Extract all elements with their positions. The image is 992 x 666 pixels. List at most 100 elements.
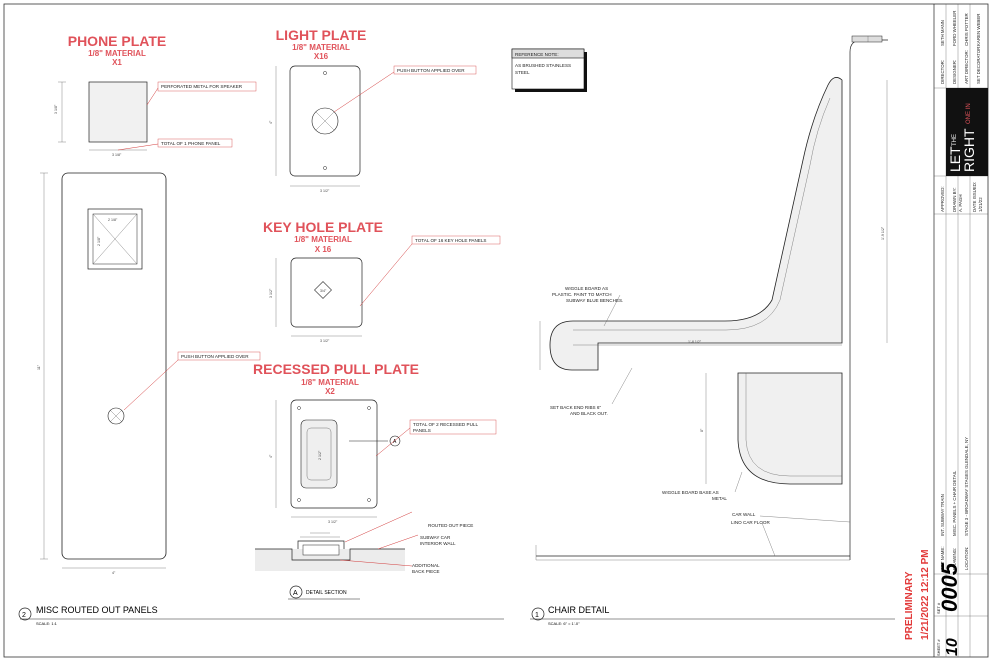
- note-perforated: PERFORATED METAL FOR SPEAKER: [161, 84, 243, 89]
- chair-seat-dim: 1'-8 1/2": [688, 340, 702, 344]
- note-ribs-2: AND BLACK OUT.: [570, 411, 608, 416]
- note-total-keyhole: TOTAL OF 16 KEY HOLE PANELS: [415, 238, 487, 243]
- light-plate-material: 1/8" MATERIAL: [292, 43, 350, 52]
- note-routed-out: ROUTED OUT PIECE: [428, 523, 473, 528]
- keyhole-plate: [290, 257, 363, 328]
- right-panel-number: 1: [535, 612, 539, 619]
- reference-note: REFERENCE NOTE: AS BRUSHED STAINLESS STE…: [511, 48, 587, 92]
- note-total-recessed-2: PANELS: [413, 428, 431, 433]
- note-wiggle-3: SUBWAY BLUE BENCHES.: [566, 298, 623, 303]
- note-additional-1: ADDITIONAL: [412, 563, 440, 568]
- phone-speaker-plate: [88, 81, 148, 143]
- phone-panel: [61, 172, 167, 560]
- note-car-wall: CAR WALL: [732, 512, 756, 517]
- art-director-label: ART DIRECTOR:: [964, 50, 969, 84]
- preliminary-stamp: PRELIMINARY: [904, 571, 915, 640]
- recessed-plate-width: 3 1/2": [328, 520, 338, 524]
- section-marker-letter: A: [393, 439, 397, 445]
- drawn-name: A. PAGH: [958, 195, 963, 213]
- drawn-label: DRAWN BY:: [952, 188, 957, 212]
- chair-back-dim: 1'-9 1/2": [881, 226, 885, 240]
- keyhole-plate-title: KEY HOLE PLATE: [263, 219, 383, 235]
- light-plate-height: 4": [269, 120, 273, 124]
- approved-label: APPROVED:: [940, 186, 945, 212]
- sheet-no-label: SHEET #: [936, 639, 941, 656]
- phone-plate-height: 3 1/8": [54, 104, 58, 114]
- note-base-1: WIGGLE BOARD BASE AS: [662, 490, 719, 495]
- detail-section-label: DETAIL SECTION: [306, 590, 347, 596]
- note-base-2: METAL: [712, 496, 727, 501]
- recessed-plate-height: 4": [269, 454, 273, 458]
- note-ribs-1: SET BACK END RIBS 6": [550, 405, 601, 410]
- show-logo: LET THE RIGHT ONE IN: [947, 103, 977, 172]
- decorator-name: KAREN WEBER: [976, 14, 981, 46]
- director-name: SETH MANN: [940, 20, 945, 46]
- phone-push-button-hole: [107, 407, 125, 425]
- preliminary-timestamp: 1/21/2022 12:12 PM: [920, 549, 931, 640]
- sheet-border: [3, 3, 989, 658]
- recessed-pull-cutout: [300, 419, 338, 489]
- keyhole-inner-dim: 3/4": [320, 289, 327, 293]
- svg-text:LET: LET: [947, 146, 963, 172]
- keyhole-plate-height: 3 1/2": [269, 288, 273, 298]
- light-plate-width: 3 1/2": [320, 189, 330, 193]
- recessed-inner-dim: 2 1/2": [318, 450, 322, 460]
- phone-inner-height: 2 1/8": [97, 236, 101, 246]
- right-panel-scale: SCALE: 6" = 1'-0": [548, 621, 580, 626]
- drawing-label: DRAWING:: [952, 548, 957, 570]
- note-wiggle-1: WIGGLE BOARD AS: [565, 286, 608, 291]
- recessed-plate-qty: X2: [325, 387, 335, 396]
- left-panel-scale: SCALE: 1:1: [36, 621, 58, 626]
- svg-text:ONE IN: ONE IN: [966, 103, 972, 124]
- keyhole-plate-qty: X 16: [315, 245, 332, 254]
- designer-name: FORD WHEELER: [952, 11, 957, 46]
- reference-text-1: AS BRUSHED STAINLESS: [515, 63, 571, 68]
- location-label: LOCATION:: [964, 547, 969, 570]
- light-plate-qty: X16: [314, 52, 329, 61]
- svg-text:RIGHT: RIGHT: [961, 128, 977, 172]
- left-panel-number: 2: [22, 612, 26, 619]
- phone-panel-height: 11": [37, 364, 41, 370]
- phone-inner-width: 2 1/8": [108, 218, 118, 222]
- light-plate-title: LIGHT PLATE: [276, 27, 367, 43]
- right-panel-title: CHAIR DETAIL: [548, 605, 609, 615]
- detail-marker-letter: A: [293, 590, 298, 597]
- chair-detail-drawing: [535, 35, 888, 561]
- keyhole-plate-material: 1/8" MATERIAL: [294, 235, 352, 244]
- note-subway-wall-1: SUBWAY CAR: [420, 535, 451, 540]
- note-total-phone: TOTAL OF 1 PHONE PANEL: [161, 141, 221, 146]
- chair-dims: [539, 80, 888, 484]
- set-no: 0005: [937, 562, 962, 612]
- note-car-floor: LINO CAR FLOOR: [731, 520, 770, 525]
- location-value: STAGE 3 - BROADWAY STAGES GLENDALE, NY: [964, 437, 969, 536]
- note-push-button-light: PUSH BUTTON APPLIED OVER: [397, 68, 465, 73]
- light-plate-hole: [311, 107, 339, 135]
- set-name-label: SET NAME:: [940, 546, 945, 570]
- sheet-no: 10: [944, 638, 961, 656]
- note-subway-wall-2: INTERIOR WALL: [420, 541, 456, 546]
- note-total-recessed-1: TOTAL OF 2 RECESSED PULL: [413, 422, 478, 427]
- phone-panel-width: 4": [112, 571, 116, 575]
- reference-header: REFERENCE NOTE:: [515, 52, 559, 57]
- chair-base-dim: 8": [700, 428, 704, 432]
- recessed-plate-title: RECESSED PULL PLATE: [253, 361, 419, 377]
- designer-label: DESIGNER:: [952, 60, 957, 84]
- svg-text:THE: THE: [952, 134, 958, 146]
- phone-plate-title: PHONE PLATE: [68, 33, 167, 49]
- note-wiggle-2: PLASTIC. PAINT TO MATCH: [552, 292, 612, 297]
- detail-marker: [289, 585, 303, 599]
- reference-text-2: STEEL: [515, 70, 530, 75]
- note-push-button-phone: PUSH BUTTON APPLIED OVER: [181, 354, 249, 359]
- director-label: DIRECTOR:: [940, 60, 945, 84]
- set-name: INT. SUBWAY TRAIN: [940, 494, 945, 536]
- drawing-name: MISC. PANELS + CHAIR DETAIL: [952, 470, 957, 536]
- note-additional-2: BACK PIECE: [412, 569, 440, 574]
- art-director-name: CHRIS POTTER: [964, 13, 969, 46]
- keyhole-cutout: [314, 281, 332, 299]
- phone-plate-width: 3 1/8": [112, 153, 122, 157]
- recessed-plate-material: 1/8" MATERIAL: [301, 378, 359, 387]
- phone-panel-cutout: [87, 208, 143, 270]
- date-value: 1/21/22: [978, 197, 983, 212]
